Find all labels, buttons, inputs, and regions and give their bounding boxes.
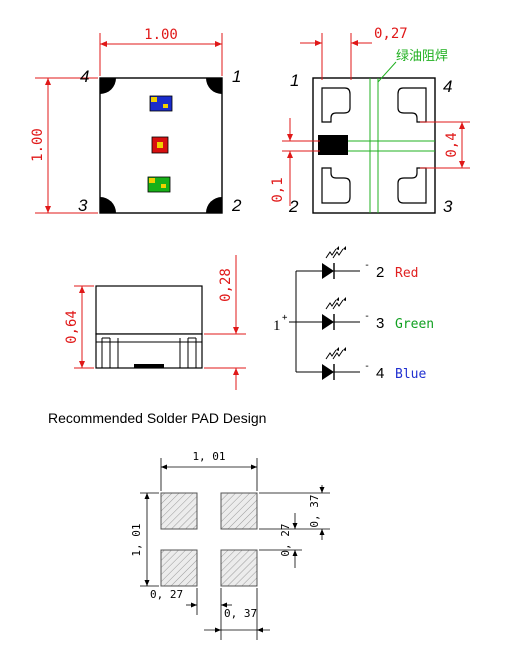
corner-pad <box>100 197 116 213</box>
output-name-red: Red <box>395 266 418 281</box>
blue-diode <box>322 347 346 380</box>
bottom-pin-label: 1 <box>290 71 299 90</box>
solder-pad <box>220 492 258 530</box>
top-view: 1.00 1.00 4 1 3 2 <box>30 27 242 215</box>
corner-pad <box>206 197 222 213</box>
pad-gap-horizontal-dimension: 0, 27 <box>150 588 183 601</box>
common-pin-sign: + <box>282 313 288 323</box>
green-led-chip <box>147 176 171 193</box>
pad-design-title: Recommended Solder PAD Design <box>48 410 267 426</box>
top-pin-label: 1 <box>232 67 241 86</box>
bottom-pad <box>397 167 427 204</box>
solder-mask-label: 绿油阻焊 <box>396 48 448 64</box>
pad-size-dimension: 0, 37 <box>308 494 321 527</box>
solder-pad <box>160 492 198 530</box>
pad-gap-vertical-dimension: 0, 27 <box>279 523 292 556</box>
output-pin: 4 <box>376 365 384 382</box>
output-name-green: Green <box>395 317 434 332</box>
pad-width-dimension: 1, 01 <box>192 450 225 463</box>
green-diode <box>322 297 346 330</box>
top-pin-label: 2 <box>231 196 242 215</box>
red-diode <box>322 246 346 279</box>
solder-mask-cross <box>313 61 435 213</box>
bottom-contact <box>134 364 164 368</box>
blue-led-chip <box>149 95 173 112</box>
side-top-dimension: 0,28 <box>218 268 234 302</box>
side-height-dimension: 0,64 <box>64 310 80 344</box>
polarity-mark <box>318 135 348 155</box>
side-view: 0,64 0,28 <box>64 255 246 390</box>
common-pin-label: 1 <box>273 318 281 334</box>
bottom-pad <box>321 167 351 204</box>
bottom-pin-label: 3 <box>443 197 453 216</box>
bottom-pad-dimension: 0,4 <box>444 132 460 157</box>
solder-pad <box>160 549 198 587</box>
corner-pad <box>206 78 222 94</box>
bottom-gap-dimension: 0,1 <box>270 177 286 202</box>
pad-width-small-dimension: 0, 37 <box>224 607 257 620</box>
substrate-body <box>95 333 203 369</box>
bottom-pad <box>397 87 427 123</box>
pad-height-dimension: 1, 01 <box>130 523 143 556</box>
bottom-view: 绿油阻焊 0,27 0,4 0,1 1 4 2 <box>270 26 470 216</box>
output-pin: 2 <box>376 264 384 281</box>
output-sign: - <box>364 361 370 372</box>
output-sign: - <box>364 260 370 271</box>
corner-pad <box>100 78 116 94</box>
top-pin-label: 4 <box>80 67 89 86</box>
bottom-pin-label: 4 <box>443 77 452 96</box>
solder-pad <box>220 549 258 587</box>
output-sign: - <box>364 311 370 322</box>
top-height-dimension: 1.00 <box>30 128 46 162</box>
output-pin: 3 <box>376 315 384 332</box>
rgb-schematic: 1 + - 2 Red - 3 Green - 4 Blue <box>273 246 434 382</box>
red-led-chip <box>151 136 169 154</box>
top-pin-label: 3 <box>78 196 88 215</box>
bottom-pitch-dimension: 0,27 <box>374 26 408 42</box>
lens-body <box>95 285 203 335</box>
top-width-dimension: 1.00 <box>144 27 178 43</box>
solder-pad-design: 1, 01 1, 01 0, 37 0, 27 0, 27 0, 37 <box>130 450 330 640</box>
bottom-pin-label: 2 <box>288 197 299 216</box>
output-name-blue: Blue <box>395 367 426 382</box>
bottom-pad <box>321 87 351 123</box>
